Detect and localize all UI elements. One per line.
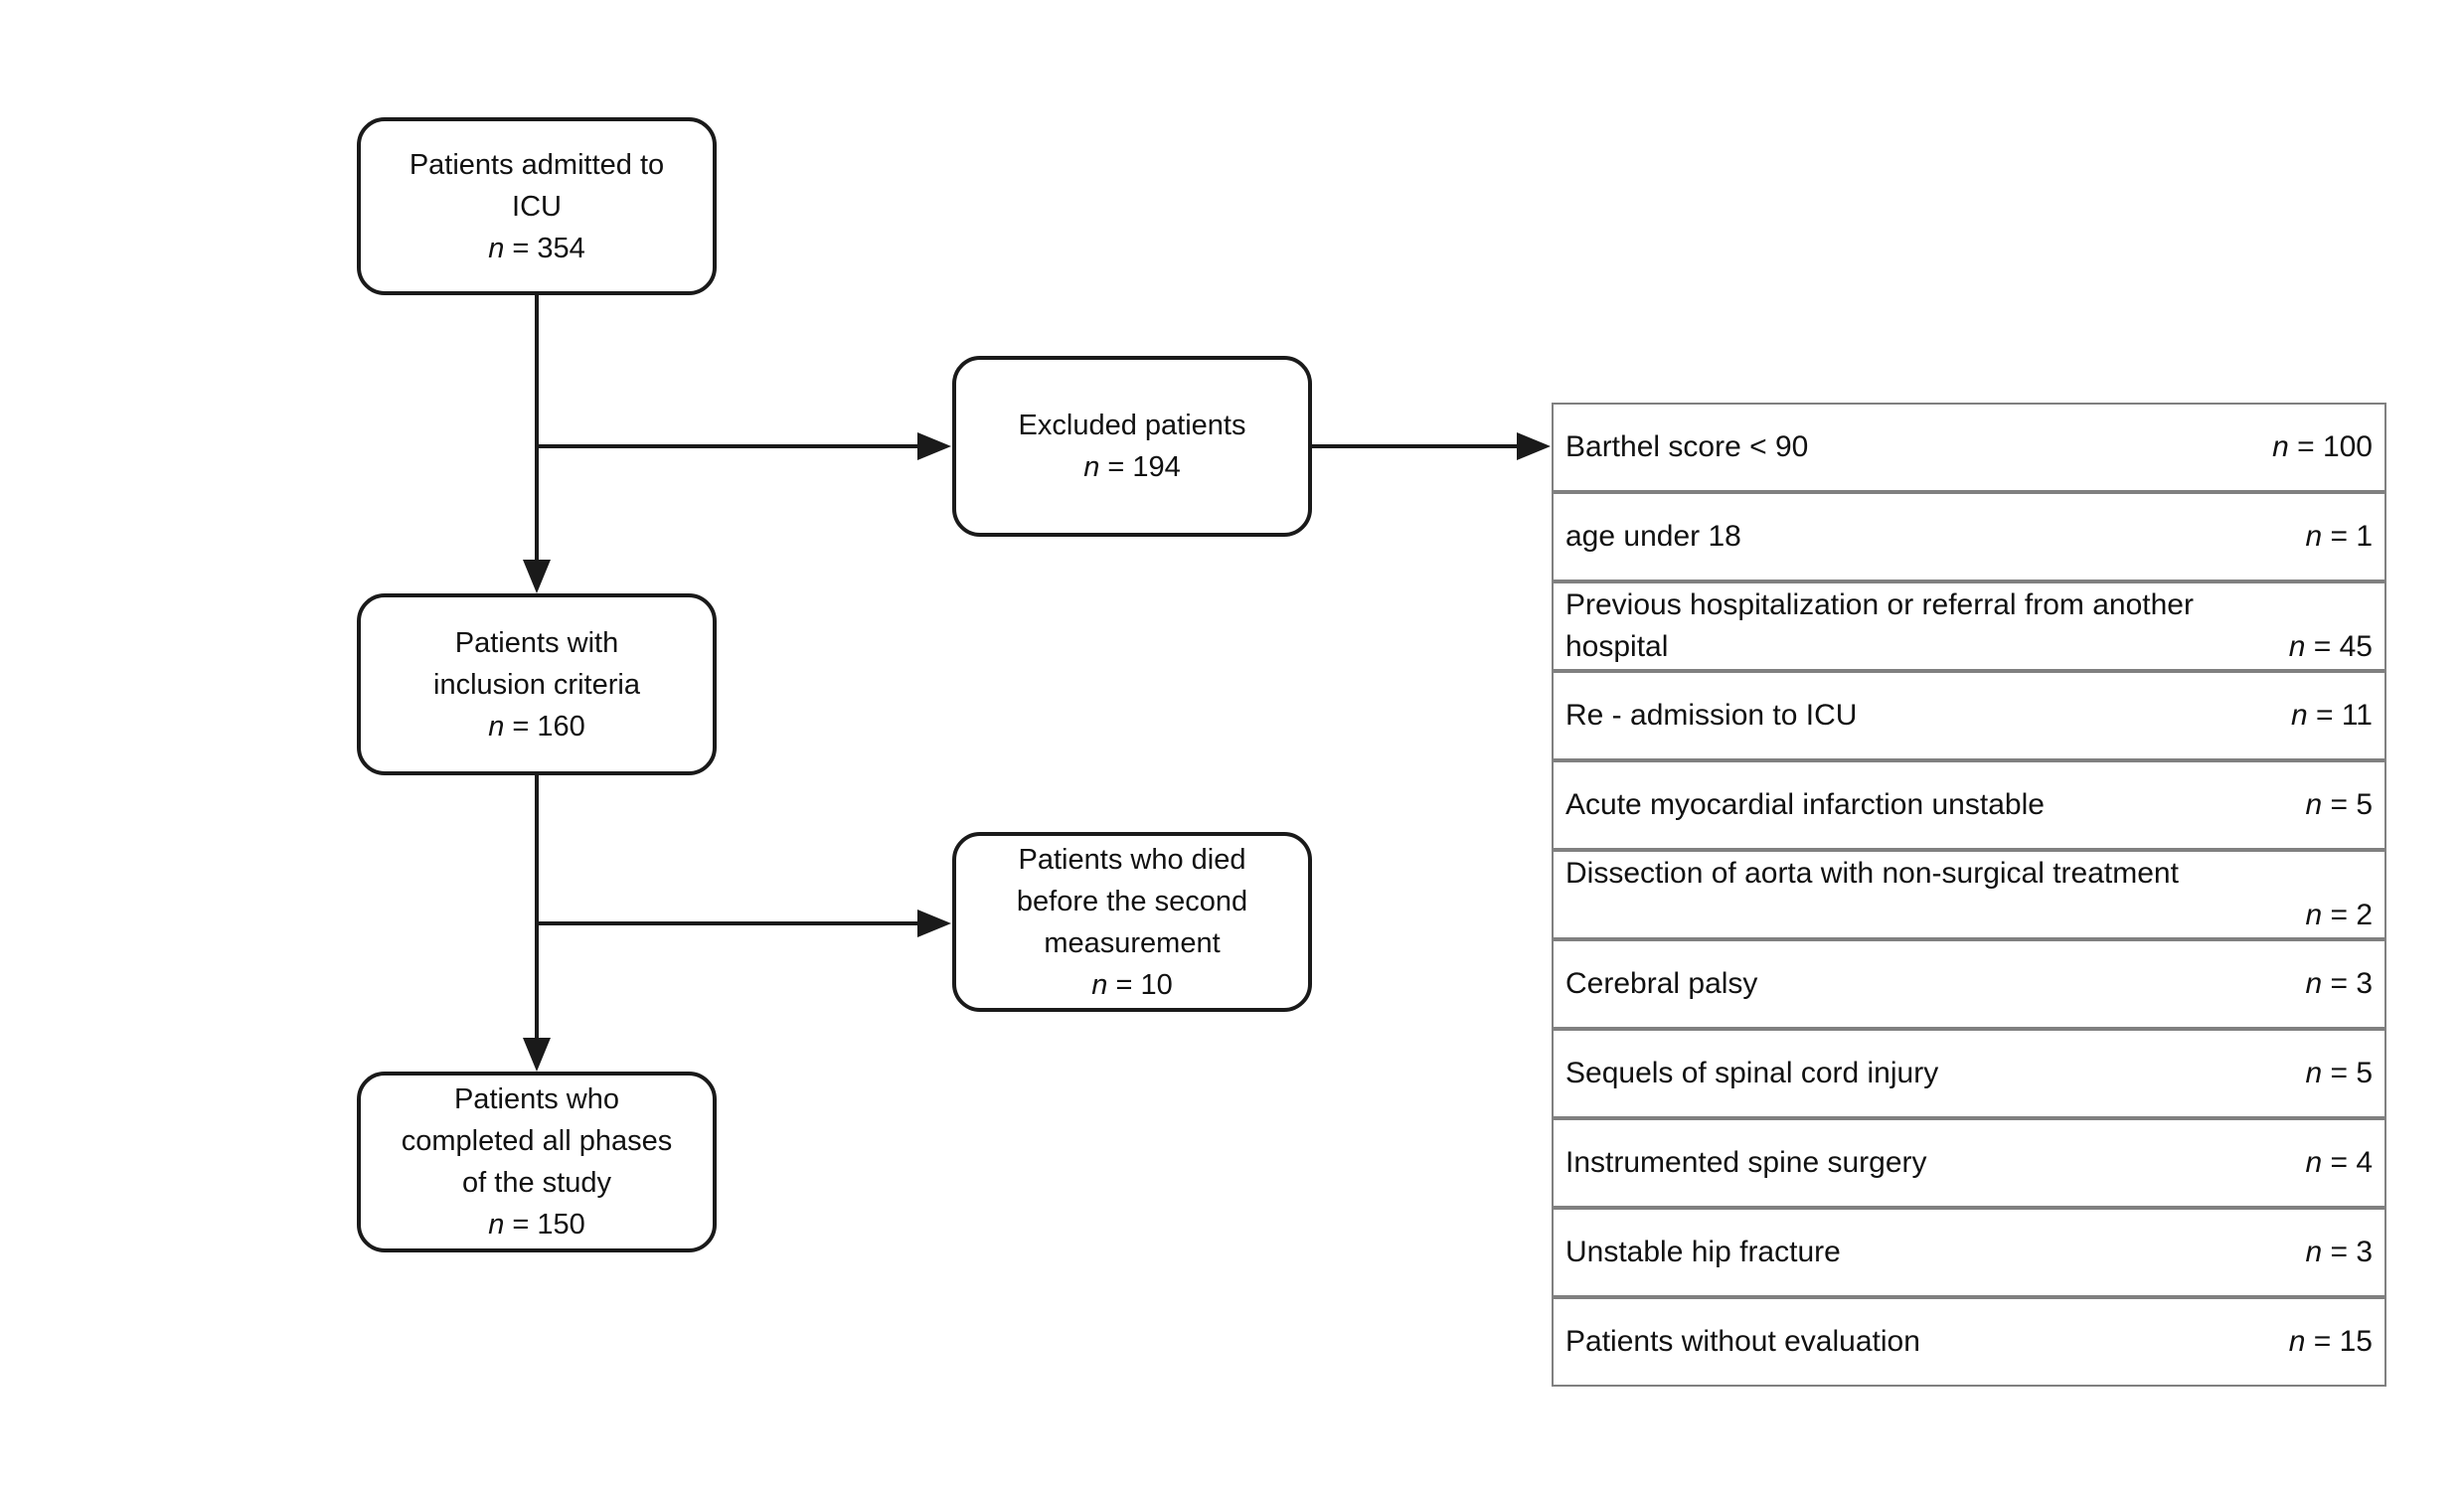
row-label: Instrumented spine surgery	[1565, 1146, 1927, 1179]
row-n-value: n = 100	[2272, 430, 2373, 463]
table-row: Re - admission to ICU n = 11	[1552, 671, 2386, 760]
n-symbol: n	[488, 1209, 505, 1241]
box-text-line: Patients who	[453, 1083, 620, 1115]
box-patients-died: Patients who died before the second meas…	[952, 832, 1312, 1012]
box-text-line: before the second	[1016, 885, 1248, 917]
exclusion-reasons-table: Barthel score < 90 n = 100 age under 18 …	[1552, 403, 2386, 1387]
box-patients-admitted: Patients admitted to ICU n = 354	[357, 117, 717, 295]
row-label: Acute myocardial infarction unstable	[1565, 788, 2045, 821]
arrow-inclusion-to-completed	[523, 775, 551, 1072]
row-n-value: n = 3	[2305, 967, 2373, 1000]
row-n-value: n = 5	[2305, 788, 2373, 821]
box-text-line: Patients who died	[1018, 843, 1246, 876]
n-symbol: n	[1091, 968, 1108, 1001]
box-text-line: ICU	[512, 190, 562, 223]
row-label: Patients without evaluation	[1565, 1325, 1920, 1358]
box-n-value: n = 160	[488, 706, 585, 747]
row-label: Re - admission to ICU	[1565, 699, 1858, 732]
box-n-value: n = 194	[1083, 446, 1181, 488]
row-n-value: n = 11	[2290, 699, 2373, 732]
row-n-value: n = 45	[2288, 630, 2373, 663]
row-label: Unstable hip fracture	[1565, 1236, 1841, 1268]
table-row: Cerebral palsy n = 3	[1552, 939, 2386, 1029]
table-row: Barthel score < 90 n = 100	[1552, 403, 2386, 492]
table-row: Instrumented spine surgery n = 4	[1552, 1118, 2386, 1208]
box-text-line: measurement	[1044, 926, 1221, 959]
n-rest: = 150	[504, 1209, 585, 1241]
n-symbol: n	[1083, 451, 1100, 483]
row-n-value: n = 2	[2305, 899, 2373, 931]
arrow-admitted-to-inclusion	[523, 295, 551, 593]
box-text-line: Excluded patients	[1018, 410, 1246, 441]
box-n-value: n = 150	[488, 1204, 585, 1245]
table-row: Unstable hip fracture n = 3	[1552, 1208, 2386, 1297]
row-label: Cerebral palsy	[1565, 967, 1758, 1000]
box-text-line: Patients admitted to	[409, 148, 665, 181]
row-n-value: n = 1	[2305, 520, 2373, 553]
row-n-value: n = 15	[2288, 1325, 2373, 1358]
box-n-value: n = 354	[488, 228, 585, 269]
arrow-excluded-to-reasons	[1312, 432, 1551, 460]
row-label: Dissection of aorta with non-surgical tr…	[1565, 857, 2179, 890]
n-rest: = 160	[504, 710, 585, 743]
table-row: Previous hospitalization or referral fro…	[1552, 581, 2386, 671]
row-label: hospital	[1565, 630, 1669, 663]
table-row: age under 18 n = 1	[1552, 492, 2386, 581]
box-text-line: of the study	[462, 1167, 611, 1199]
table-row: Patients without evaluation n = 15	[1552, 1297, 2386, 1387]
arrow-to-excluded	[537, 432, 951, 460]
row-n-value: n = 5	[2305, 1057, 2373, 1089]
box-text-line: completed all phases	[401, 1125, 673, 1157]
box-inclusion-criteria: Patients with inclusion criteria n = 160	[357, 593, 717, 775]
box-n-value: n = 10	[1091, 964, 1172, 1006]
n-rest: = 194	[1099, 451, 1181, 483]
n-symbol: n	[488, 710, 505, 743]
n-rest: = 10	[1107, 968, 1173, 1001]
n-rest: = 354	[504, 232, 585, 264]
n-symbol: n	[488, 232, 505, 264]
table-row: Sequels of spinal cord injury n = 5	[1552, 1029, 2386, 1118]
box-text-line: inclusion criteria	[433, 668, 640, 701]
row-label: Previous hospitalization or referral fro…	[1565, 588, 2194, 621]
table-row: Dissection of aorta with non-surgical tr…	[1552, 850, 2386, 939]
row-label: age under 18	[1565, 520, 1741, 553]
row-n-value: n = 4	[2305, 1146, 2373, 1179]
row-label: Barthel score < 90	[1565, 430, 1809, 463]
row-n-value: n = 3	[2305, 1236, 2373, 1268]
box-text-line: Patients with	[454, 626, 619, 659]
row-label: Sequels of spinal cord injury	[1565, 1057, 1939, 1089]
arrow-to-died	[537, 910, 951, 937]
box-completed-study: Patients who completed all phases of the…	[357, 1072, 717, 1252]
box-excluded-patients: Excluded patients n = 194	[952, 356, 1312, 537]
table-row: Acute myocardial infarction unstable n =…	[1552, 760, 2386, 850]
